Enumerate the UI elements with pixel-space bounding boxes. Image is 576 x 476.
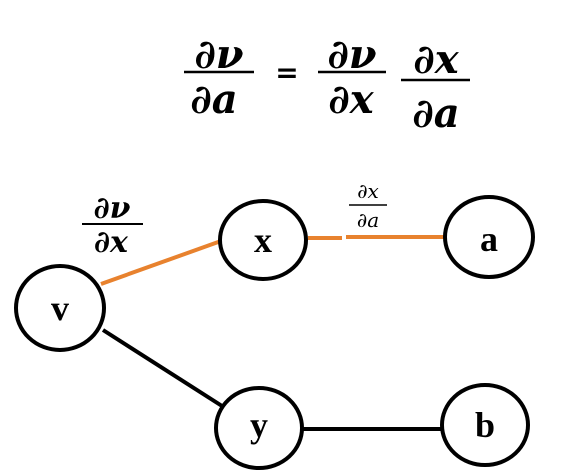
- rhs1-denominator: ∂x: [328, 76, 374, 123]
- rhs1-numerator: ∂ν: [327, 31, 376, 78]
- edge-label-v-x: ∂ν ∂x: [82, 191, 143, 260]
- node-v-circle: [14, 264, 106, 352]
- edge-label-v-x-denominator: ∂x: [94, 225, 129, 260]
- edge-label-x-a: ∂x ∂a: [349, 179, 387, 232]
- edge-v-x: [100, 239, 222, 286]
- lhs-numerator: ∂ν: [194, 31, 243, 78]
- node-y-label: y: [250, 405, 268, 445]
- node-a-label: a: [480, 219, 498, 259]
- node-b-label: b: [475, 405, 495, 445]
- edge-label-x-a-numerator: ∂x: [357, 179, 379, 203]
- chain-rule-equation: ∂ν ∂a = ∂ν ∂x ∂x ∂a: [184, 31, 470, 137]
- node-v: v: [14, 264, 106, 352]
- rhs2-denominator: ∂a: [412, 90, 459, 137]
- edge-label-v-x-numerator: ∂ν: [94, 191, 131, 226]
- node-v-label: v: [51, 288, 69, 328]
- node-y-circle: [214, 386, 304, 470]
- node-x-label: x: [254, 220, 272, 260]
- node-b-circle: [440, 383, 530, 467]
- node-a: a: [443, 195, 535, 279]
- node-y: y: [214, 386, 304, 470]
- edge-v-y: [101, 328, 224, 408]
- rhs2-numerator: ∂x: [413, 36, 459, 83]
- lhs-denominator: ∂a: [190, 76, 237, 123]
- node-a-circle: [443, 195, 535, 279]
- edge-label-x-a-denominator: ∂a: [357, 208, 379, 232]
- node-b: b: [440, 383, 530, 467]
- equals-sign: =: [275, 56, 298, 89]
- graph-edges: [100, 235, 446, 431]
- node-x: x: [218, 199, 308, 281]
- node-x-circle: [218, 199, 308, 281]
